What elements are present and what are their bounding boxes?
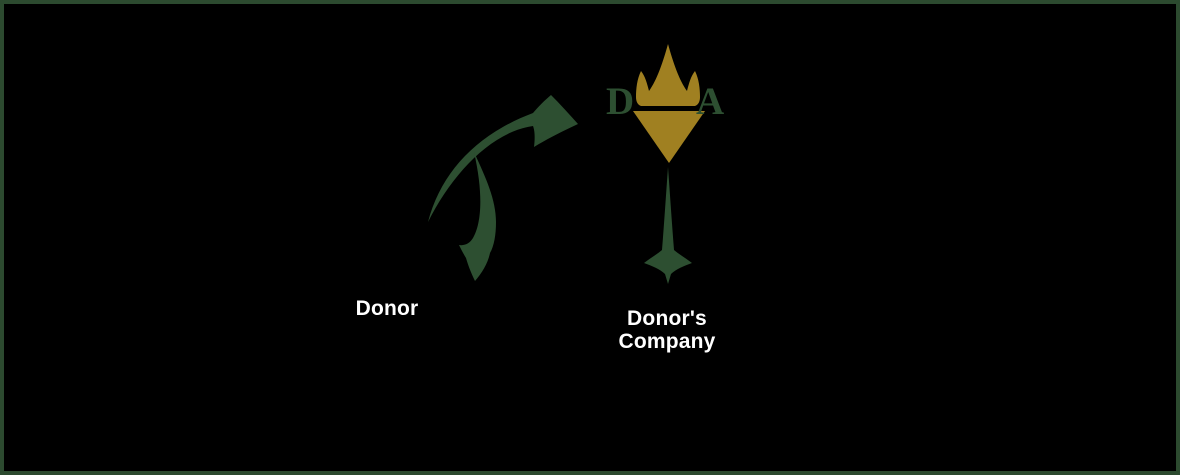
logo-letter-d: D <box>606 80 634 123</box>
arrow-organization-to-donor-icon <box>459 152 496 281</box>
flow-diagram: D A <box>428 44 724 284</box>
arrow-organization-to-company-icon <box>644 167 692 284</box>
donor-label: Donor <box>355 297 419 320</box>
donor-company-line2: Company <box>618 330 716 353</box>
cycle-arrows <box>428 95 578 281</box>
logo-letter-a: A <box>696 80 724 123</box>
donor-company-line1: Donor's <box>627 307 707 330</box>
donor-company-label: Donor's Company <box>618 307 715 353</box>
organization-logo: D A <box>606 44 724 163</box>
logo-funnel-icon <box>633 111 705 163</box>
logo-crown-icon <box>636 44 700 106</box>
arrow-donor-to-organization-icon <box>428 95 578 222</box>
